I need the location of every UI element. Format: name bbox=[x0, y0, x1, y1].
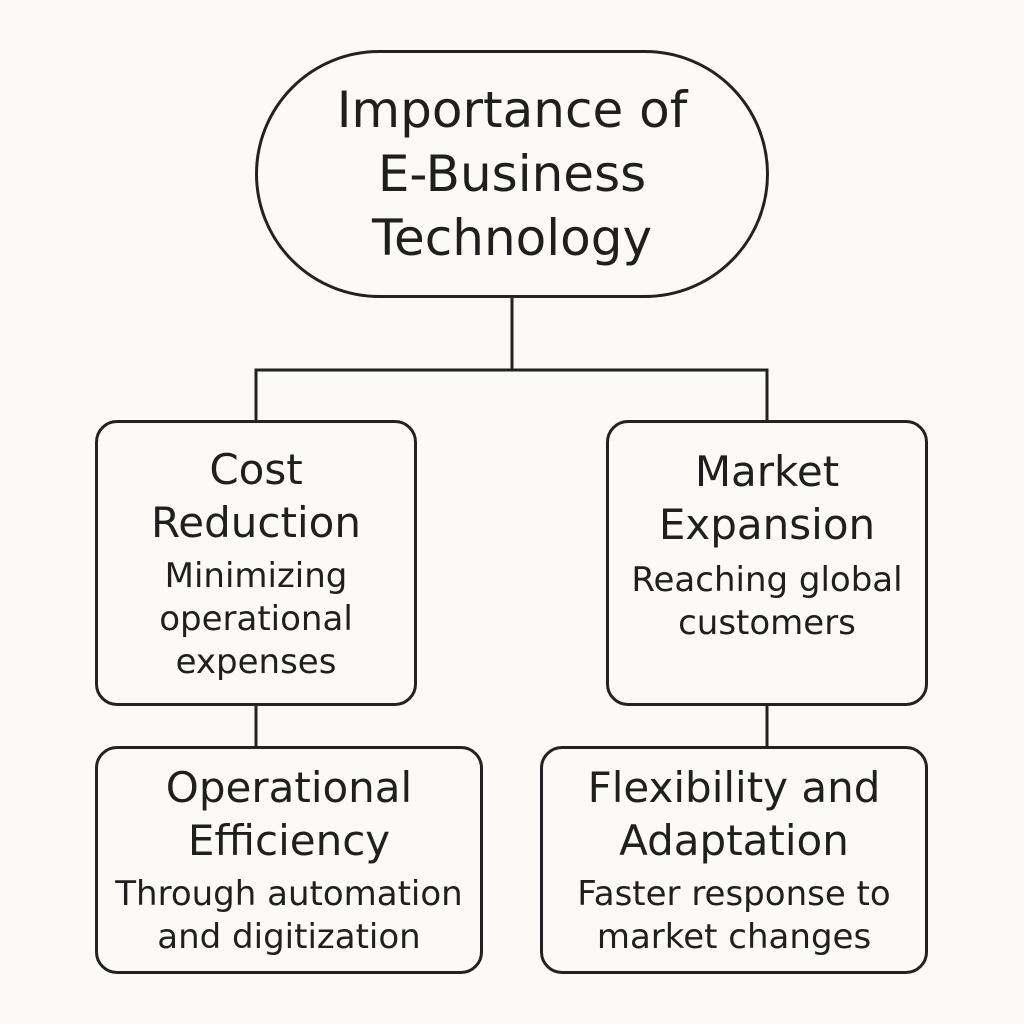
market-expansion-description: Reaching global customers bbox=[631, 560, 903, 643]
flexibility-adaptation-description: Faster response to market changes bbox=[577, 874, 891, 957]
flexibility-adaptation-node: Flexibility and Adaptation Faster respon… bbox=[540, 746, 928, 974]
cost-reduction-title: Cost Reduction bbox=[151, 444, 361, 547]
root-title: Importance of E-Business Technology bbox=[336, 81, 688, 267]
operational-efficiency-node: Operational Efficiency Through automatio… bbox=[95, 746, 483, 974]
market-expansion-title: Market Expansion bbox=[658, 447, 876, 549]
cost-reduction-description: Minimizing operational expenses bbox=[159, 555, 353, 682]
flexibility-adaptation-title: Flexibility and Adaptation bbox=[587, 763, 881, 865]
root-node: Importance of E-Business Technology bbox=[255, 50, 769, 298]
operational-efficiency-description: Through automation and digitization bbox=[115, 874, 463, 957]
cost-reduction-node: Cost Reduction Minimizing operational ex… bbox=[95, 420, 417, 706]
market-expansion-node: Market Expansion Reaching global custome… bbox=[606, 420, 928, 706]
operational-efficiency-title: Operational Efficiency bbox=[165, 763, 413, 865]
